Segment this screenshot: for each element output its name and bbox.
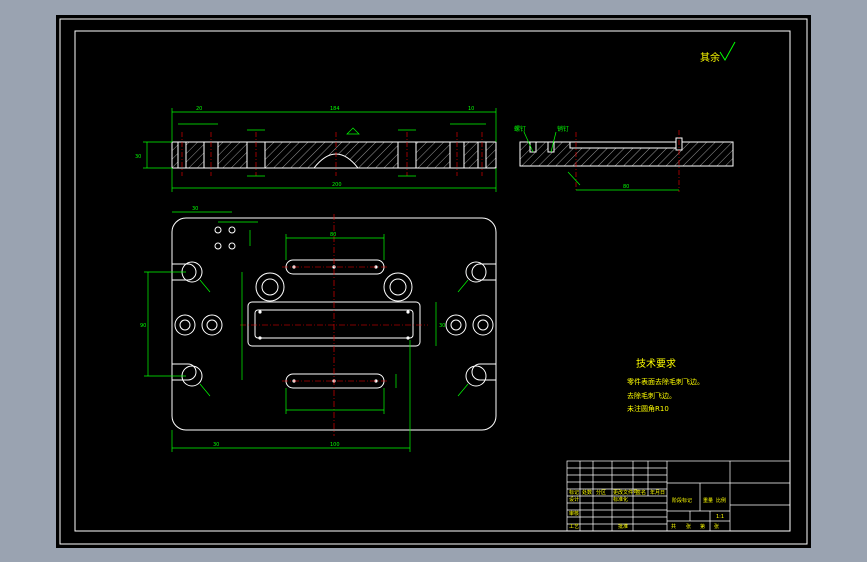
tb-cell-10: 比例 (716, 497, 726, 504)
side-recess (569, 141, 679, 149)
dim-height: 30 (135, 154, 141, 160)
surface-finish-label: 其余 (700, 51, 720, 64)
title-block-text: 标记 处数 分区 更改文件号 签名 年月日 设计 标准化 阶段标记 重量 比例 … (569, 489, 726, 530)
plan-centerlines (240, 214, 428, 436)
dim-slot-height: 30 (439, 323, 445, 329)
drawing-sheet (56, 15, 811, 548)
tb-cell-4: 签名 (636, 489, 646, 496)
dim-top-total: 184 (330, 106, 340, 112)
sheet-inner-border (74, 30, 791, 532)
side-label-right: 销钉 (557, 125, 569, 133)
dim-plan-height: 90 (140, 323, 146, 329)
dim-top-left: 20 (196, 106, 202, 112)
tb-cell-12: 工艺 (569, 524, 579, 530)
tb-cell-14: 共 (671, 523, 676, 530)
tb-cell-16: 第 (700, 523, 705, 530)
tb-cell-15: 张 (686, 523, 691, 530)
front-dimensions (143, 108, 497, 192)
tb-cell-13: 批准 (618, 523, 628, 530)
plan-corner-slots (172, 263, 496, 381)
tb-cell-6: 设计 (569, 496, 579, 503)
dim-plan-bottom-right: 100 (330, 442, 340, 448)
dim-plan-left-width: 30 (192, 206, 198, 212)
tb-cell-3: 更改文件号 (613, 489, 638, 496)
dim-right-view-width: 80 (623, 184, 629, 190)
plan-dimensions (144, 211, 469, 452)
dim-bottom-total: 200 (332, 182, 342, 188)
tb-cell-9: 重量 (703, 497, 713, 504)
tb-cell-5: 年月日 (650, 489, 665, 496)
tb-cell-1: 处数 (582, 489, 592, 496)
tb-cell-11: 审核 (569, 510, 579, 517)
tb-cell-18: 1:1 (716, 514, 724, 520)
side-dimensions (523, 131, 679, 191)
dim-plan-bottom-left: 30 (213, 442, 219, 448)
tb-cell-2: 分区 (596, 489, 606, 496)
plan-holes (174, 226, 494, 387)
tech-req-line-2: 去除毛刺飞边。 (627, 391, 676, 400)
dim-top-right: 10 (468, 106, 474, 112)
title-block (566, 460, 791, 532)
tech-req-line-1: 零件表面去除毛刺飞边。 (627, 377, 704, 386)
surface-finish-symbol-icon (719, 41, 736, 61)
tb-cell-7: 标准化 (613, 496, 628, 503)
tb-cell-17: 张 (714, 523, 719, 530)
dim-slot-width: 80 (330, 232, 336, 238)
front-arc-cut (312, 153, 360, 169)
tb-cell-0: 标记 (569, 489, 579, 496)
technical-requirements: 技术要求 零件表面去除毛刺飞边。 去除毛刺飞边。 未注圆角R10 (627, 357, 704, 413)
side-section-view: 螺钉 销钉 80 (514, 125, 734, 192)
side-label-left: 螺钉 (514, 125, 526, 133)
tech-req-line-3: 未注圆角R10 (627, 404, 669, 413)
sheet-outer-border (59, 18, 808, 545)
plan-view: 30 90 30 100 80 30 (140, 206, 497, 452)
front-section-view: 184 20 10 200 30 (135, 106, 497, 192)
surface-finish-note: 其余 (700, 41, 736, 64)
tb-cell-8: 阶段标记 (672, 497, 692, 504)
tech-req-title: 技术要求 (636, 357, 676, 370)
